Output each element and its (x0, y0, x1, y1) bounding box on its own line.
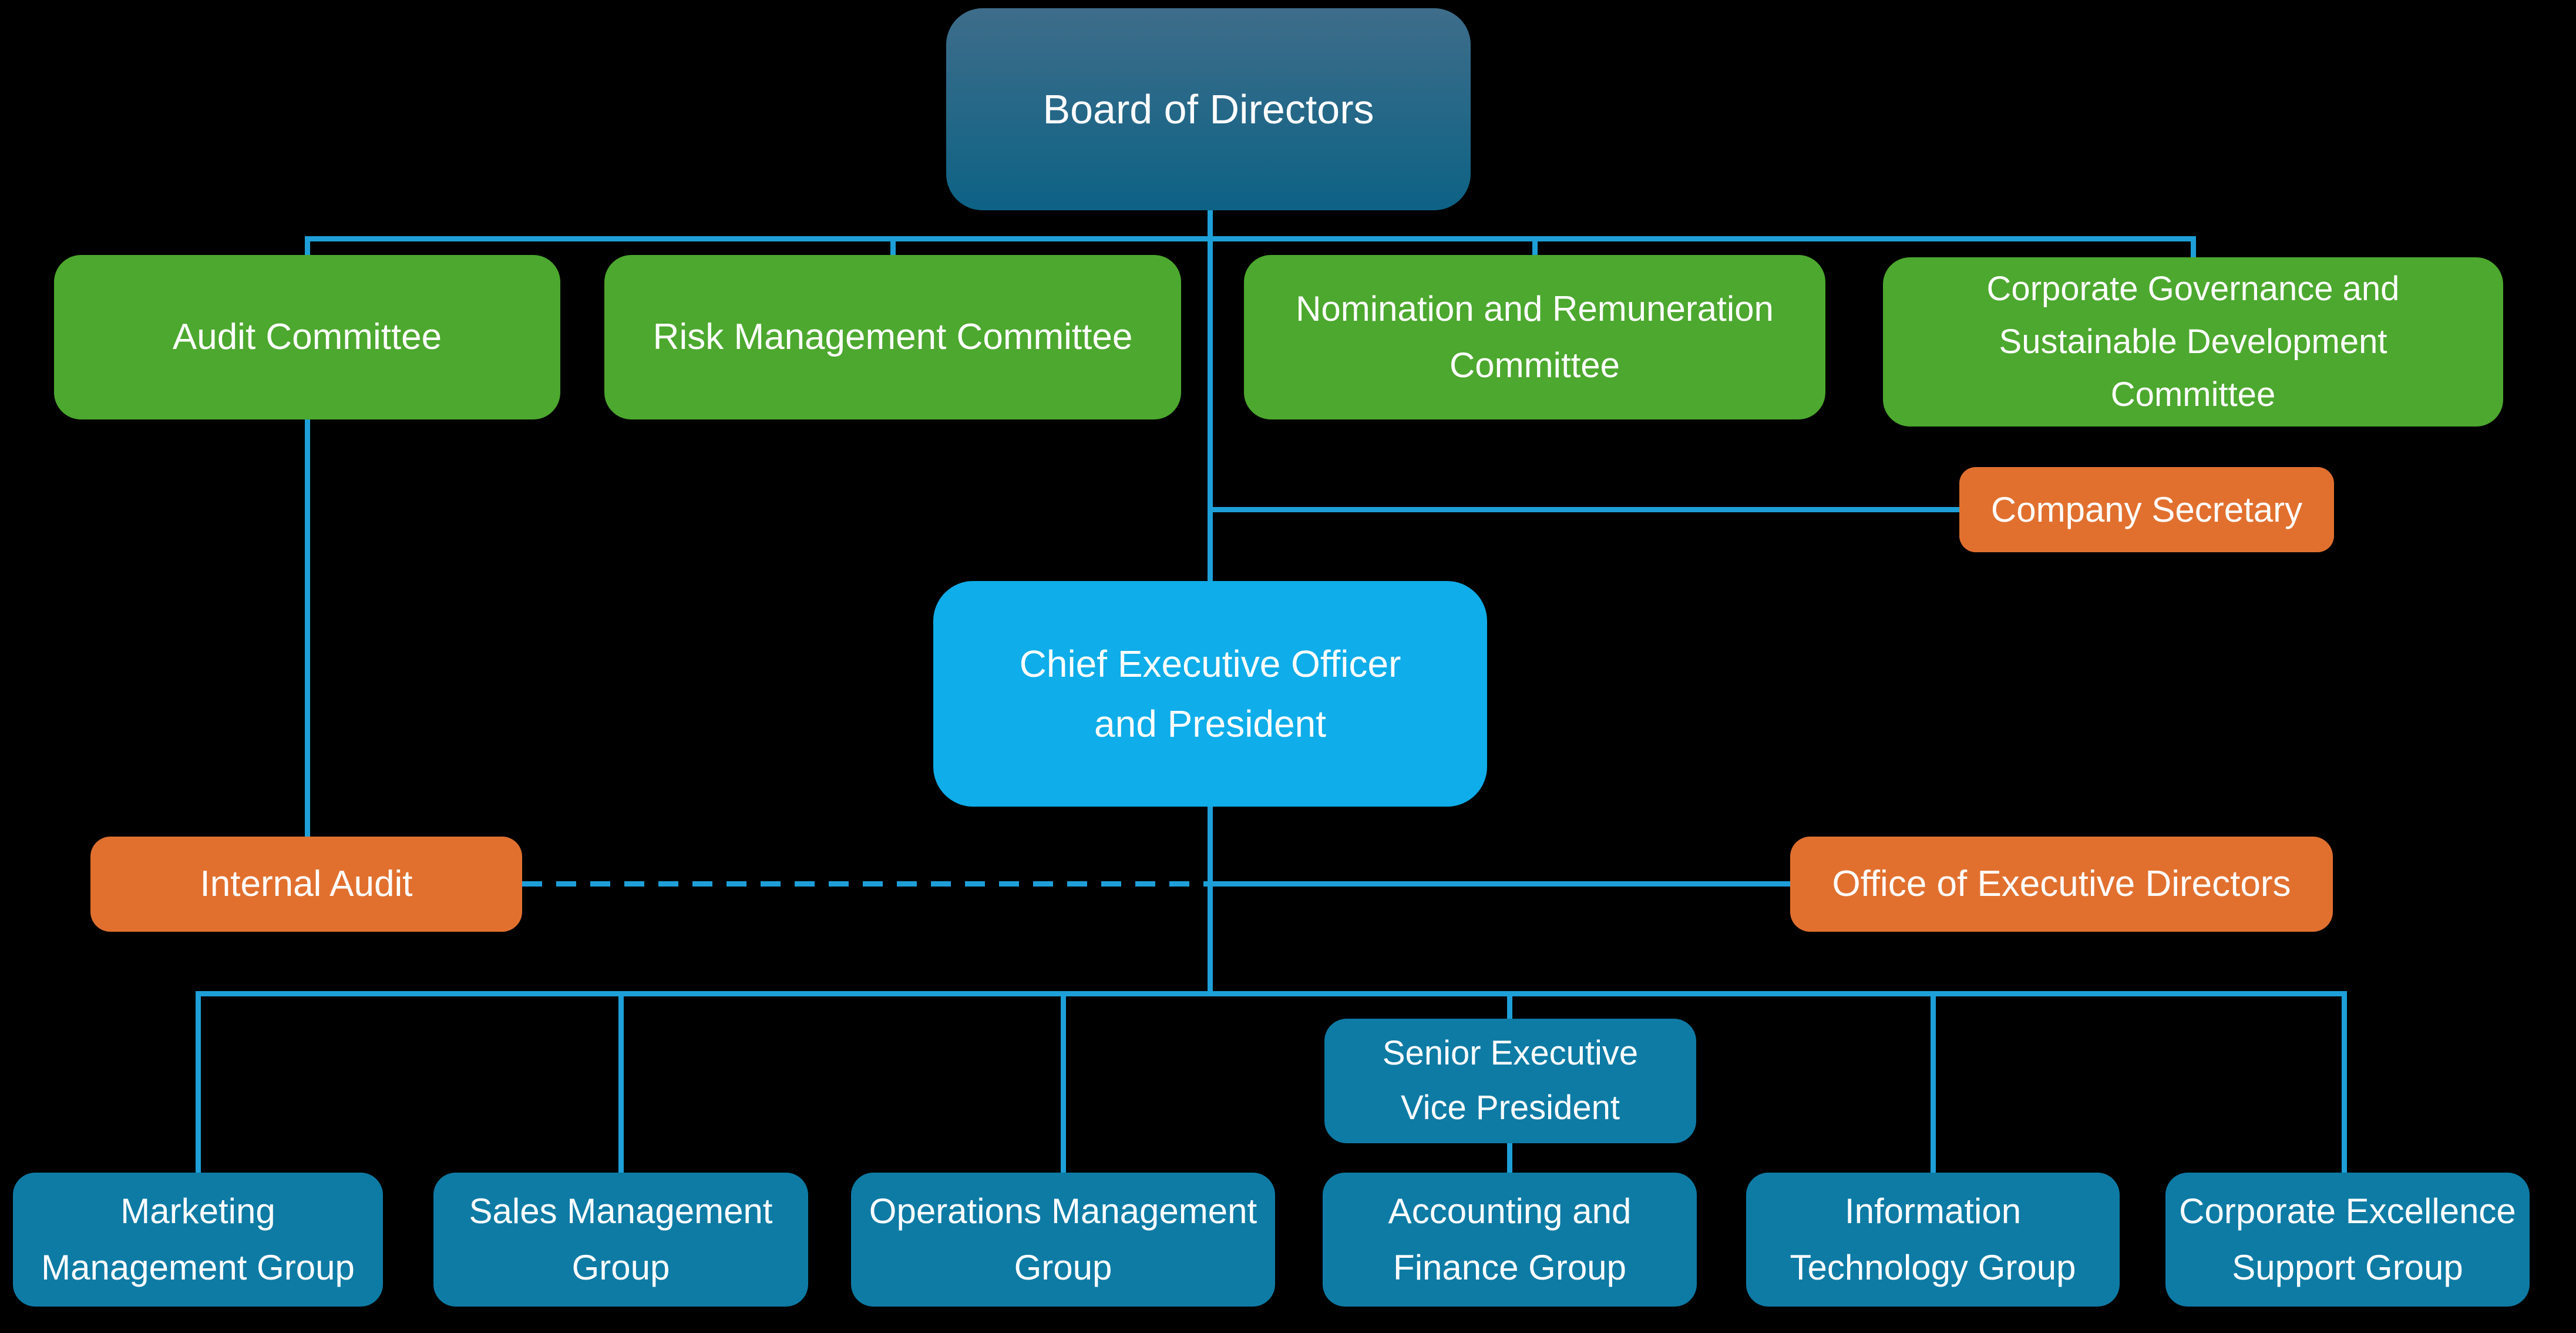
node-label: Operations Management (869, 1191, 1257, 1231)
node-label: Risk Management Committee (653, 317, 1133, 358)
connector-drop-information-technology (1931, 991, 1936, 1173)
connector-drop-corporate-excellence (2342, 991, 2347, 1173)
connector-board-to-ceo (1208, 209, 1213, 581)
node-label: Nomination and Remuneration (1296, 289, 1774, 328)
node-internal-audit: Internal Audit (90, 837, 522, 932)
node-label: and President (1094, 703, 1326, 745)
node-label: Audit Committee (172, 317, 442, 358)
connector-drop-senior-evp (1507, 991, 1512, 1019)
node-label: Group (571, 1248, 670, 1287)
node-label: Office of Executive Directors (1832, 864, 2291, 905)
node-senior-executive-vice-president: Senior Executive Vice President (1324, 1019, 1696, 1143)
node-audit-committee: Audit Committee (54, 255, 560, 419)
node-board-of-directors: Board of Directors (946, 8, 1471, 210)
connector-drop-sales (618, 991, 624, 1173)
connector-office-of-executive-directors (1210, 881, 1790, 887)
connector-drop-corporate-governance (2191, 236, 2196, 261)
node-sales-management-group: Sales Management Group (433, 1173, 808, 1307)
node-label: Finance Group (1393, 1248, 1626, 1287)
node-label: Company Secretary (1990, 489, 2303, 529)
node-label: Sustainable Development (1999, 323, 2387, 361)
connector-drop-operations (1061, 991, 1066, 1173)
node-chief-executive-officer: Chief Executive Officer and President (933, 581, 1487, 807)
node-label: Marketing (120, 1191, 275, 1231)
node-information-technology-group: Information Technology Group (1746, 1173, 2120, 1307)
node-label: Corporate Excellence (2179, 1191, 2516, 1231)
node-label: Sales Management (469, 1191, 773, 1231)
connector-company-secretary (1210, 507, 1959, 512)
connector-senior-evp-to-accounting (1507, 1143, 1512, 1173)
node-label: Accounting and (1388, 1191, 1632, 1231)
node-label: Chief Executive Officer (1019, 642, 1401, 685)
connector-drop-risk (890, 236, 896, 257)
node-label: Group (1014, 1248, 1112, 1287)
node-operations-management-group: Operations Management Group (851, 1173, 1275, 1307)
connector-groups-horizontal (198, 991, 2347, 996)
node-label: Committee (1449, 345, 1620, 385)
node-corporate-governance-committee: Corporate Governance and Sustainable Dev… (1883, 257, 2503, 427)
node-accounting-finance-group: Accounting and Finance Group (1323, 1173, 1697, 1307)
connector-internal-audit-dashed (522, 881, 1210, 887)
connector-committees-horizontal (307, 236, 2196, 241)
node-label: Committee (2110, 375, 2276, 414)
node-label: Management Group (41, 1248, 355, 1287)
node-label: Board of Directors (1042, 86, 1374, 132)
node-nomination-remuneration-committee: Nomination and Remuneration Committee (1244, 255, 1825, 419)
node-company-secretary: Company Secretary (1959, 467, 2334, 552)
connector-drop-marketing (196, 991, 201, 1173)
node-label: Corporate Governance and (1986, 270, 2400, 308)
node-label: Senior Executive (1382, 1034, 1639, 1073)
node-office-of-executive-directors: Office of Executive Directors (1790, 837, 2333, 932)
connector-drop-nomination (1532, 236, 1538, 257)
connector-audit-to-internal-audit (305, 417, 310, 837)
node-label: Support Group (2232, 1248, 2463, 1287)
node-label: Vice President (1401, 1089, 1620, 1127)
node-label: Internal Audit (200, 864, 413, 905)
node-label: Information (1844, 1191, 2022, 1231)
connector-drop-audit (305, 236, 310, 257)
node-corporate-excellence-support-group: Corporate Excellence Support Group (2165, 1173, 2530, 1307)
connector-ceo-to-groups (1208, 805, 1213, 996)
node-risk-management-committee: Risk Management Committee (604, 255, 1181, 419)
node-marketing-management-group: Marketing Management Group (13, 1173, 383, 1307)
node-label: Technology Group (1790, 1248, 2076, 1287)
